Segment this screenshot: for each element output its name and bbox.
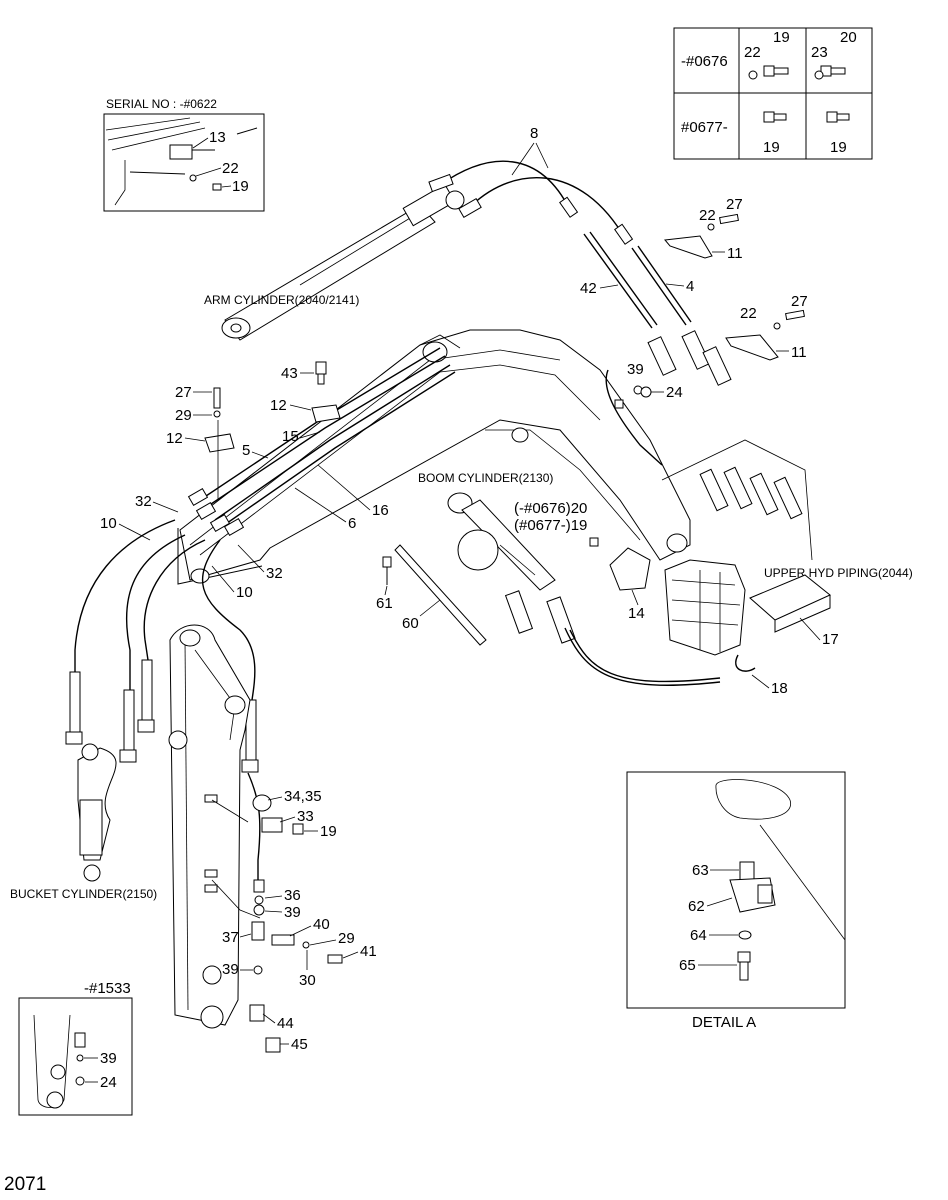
boom-cylinder: BOOM CYLINDER(2130) — [418, 471, 721, 686]
boom — [177, 329, 691, 585]
callout-60: 60 — [402, 615, 419, 632]
detail-a-caption: DETAIL A — [692, 1014, 756, 1031]
callout-39d: 39 — [100, 1050, 117, 1067]
callout-32a: 32 — [135, 493, 152, 510]
callout-16: 16 — [372, 502, 389, 519]
callout-34-35: 34,35 — [284, 788, 322, 805]
callout-19: 19 — [232, 178, 249, 195]
callout-40: 40 — [313, 916, 330, 933]
boom-hose — [605, 369, 663, 466]
callout-29b: 29 — [338, 930, 355, 947]
serial-no-caption: SERIAL NO : -#0622 — [106, 97, 217, 111]
callout-30: 30 — [299, 972, 316, 989]
hoses-8: 8 — [428, 125, 634, 245]
callout-27b: 27 — [791, 293, 808, 310]
pipes-42-4: 42 4 — [580, 231, 694, 329]
callout-10b: 10 — [236, 584, 253, 601]
table-r1c2-a: 23 — [811, 44, 828, 61]
table-row2-label: #0677- — [681, 119, 728, 136]
callout-29a: 29 — [175, 407, 192, 424]
callout-36: 36 — [284, 887, 301, 904]
upper-hyd-piping-caption: UPPER HYD PIPING(2044) — [764, 566, 913, 580]
callout-27c: 27 — [175, 384, 192, 401]
detail-a: 63 62 64 65 DETAIL A — [626, 771, 846, 1031]
callout-10a: 10 — [100, 515, 117, 532]
clamps-11: 22 27 11 22 27 11 — [664, 196, 808, 361]
table-r1c1-b: 19 — [773, 29, 790, 46]
callout-11a: 11 — [727, 245, 743, 262]
callout-15: 15 — [282, 428, 299, 445]
boom-pipes — [187, 347, 456, 537]
callout-42: 42 — [580, 280, 597, 297]
bucket-hoses — [65, 519, 259, 773]
callout-39c: 39 — [222, 961, 239, 978]
callout-18: 18 — [771, 680, 788, 697]
table-r2c2: 19 — [830, 139, 847, 156]
table-r1c2-b: 20 — [840, 29, 857, 46]
table-r1c1-a: 22 — [744, 44, 761, 61]
clamps-12: 27 12 29 12 15 5 16 6 — [166, 384, 389, 532]
serial-inset: SERIAL NO : -#0622 13 22 19 — [103, 97, 265, 212]
callout-22b: 22 — [740, 305, 757, 322]
callout-43: 43 — [281, 365, 298, 382]
callout-22: 22 — [222, 160, 239, 177]
bolt-icon — [748, 65, 850, 123]
page-number: 2071 — [4, 1174, 46, 1195]
table-r2c1: 19 — [763, 139, 780, 156]
callout-61: 61 — [376, 595, 393, 612]
part-14: (-#0676)20 (#0677-)19 14 — [514, 500, 651, 622]
callout-39b: 39 — [284, 904, 301, 921]
callout-37: 37 — [222, 929, 239, 946]
callout-32b: 32 — [266, 565, 283, 582]
serial-1533-caption: -#1533 — [84, 980, 131, 997]
callout-33: 33 — [297, 808, 314, 825]
callout-39a: 39 — [627, 361, 644, 378]
part-17: 17 — [749, 574, 839, 648]
callout-6: 6 — [348, 515, 356, 532]
arm-cylinder-caption: ARM CYLINDER(2040/2141) — [204, 293, 359, 307]
callout-24a: 24 — [666, 384, 683, 401]
serial-1533-inset: -#1533 39 24 — [18, 980, 133, 1116]
callout-22a: 22 — [699, 207, 716, 224]
callout-62: 62 — [688, 898, 705, 915]
callout-45: 45 — [291, 1036, 308, 1053]
parts-60-61: 61 60 — [376, 544, 487, 646]
variant-0677: (#0677-)19 — [514, 517, 587, 534]
callout-4: 4 — [686, 278, 694, 295]
arm — [168, 624, 251, 1029]
table-row1-label: -#0676 — [681, 53, 728, 70]
part-18: 18 — [735, 654, 788, 697]
callout-5: 5 — [242, 442, 250, 459]
boom-cylinder-caption: BOOM CYLINDER(2130) — [418, 471, 553, 485]
bucket-cylinder-caption: BUCKET CYLINDER(2150) — [10, 887, 157, 901]
callout-14: 14 — [628, 605, 645, 622]
variant-table: -#0676 #0677- 22 19 23 20 19 19 — [673, 27, 873, 160]
callout-63: 63 — [692, 862, 709, 879]
valve-block — [664, 559, 746, 656]
callout-11b: 11 — [791, 344, 807, 361]
variant-0676: (-#0676)20 — [514, 500, 587, 517]
arm-cylinder: ARM CYLINDER(2040/2141) — [204, 183, 465, 341]
callout-24b: 24 — [100, 1074, 117, 1091]
upper-fittings — [699, 466, 803, 520]
callout-8: 8 — [530, 125, 538, 142]
callout-65: 65 — [679, 957, 696, 974]
clamp-43: 43 — [281, 361, 327, 385]
fittings — [647, 330, 732, 386]
callout-64: 64 — [690, 927, 707, 944]
callout-12a: 12 — [270, 397, 287, 414]
arm-fittings: 34,35 33 19 36 39 40 37 29 41 39 30 44 4… — [211, 772, 377, 1053]
callout-12b: 12 — [166, 430, 183, 447]
callout-27a: 27 — [726, 196, 743, 213]
callout-13: 13 — [209, 129, 226, 146]
callout-44: 44 — [277, 1015, 294, 1032]
callout-19-arm: 19 — [320, 823, 337, 840]
callout-41: 41 — [360, 943, 377, 960]
bucket-cylinder: BUCKET CYLINDER(2150) — [10, 743, 157, 901]
callout-17: 17 — [822, 631, 839, 648]
